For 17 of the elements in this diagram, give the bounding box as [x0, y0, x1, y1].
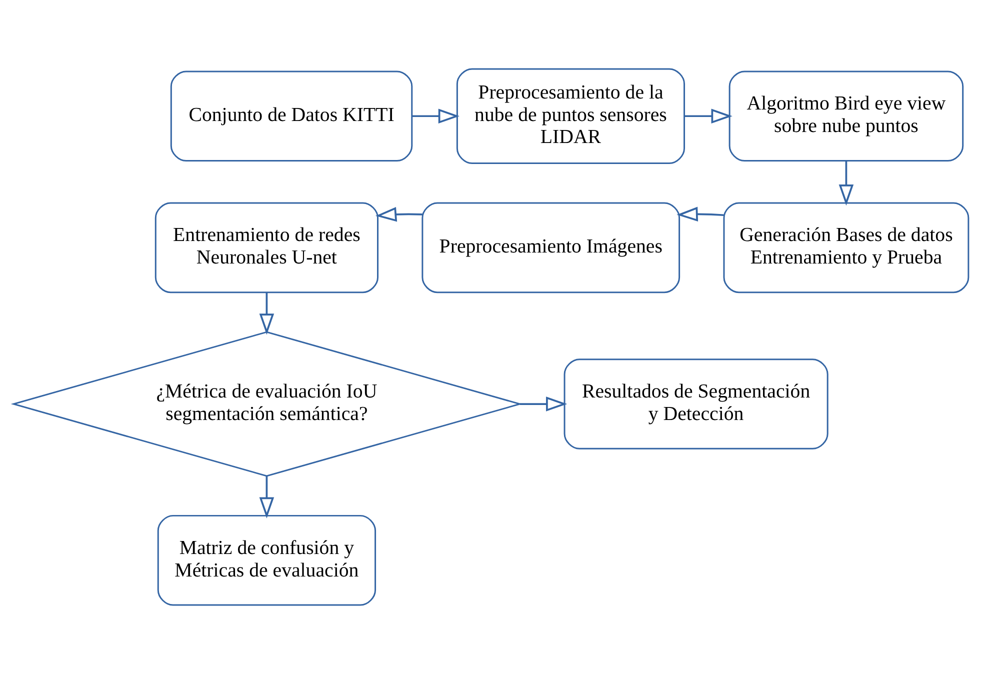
arrow: [684, 108, 732, 124]
arrow: [412, 108, 460, 124]
node-box: Conjunto de Datos KITTI: [170, 70, 413, 162]
node-diamond: ¿Métrica de evaluación IoU segmentación semántica?: [10, 331, 523, 477]
arrow: [259, 292, 274, 335]
arrow: [375, 207, 422, 222]
node-box: Resultados de Segmentación y Detección: [564, 358, 828, 450]
arrow: [520, 396, 568, 412]
node-box: Matriz de confusión y Métricas de evaluación: [157, 514, 376, 606]
node-box: Entrenamiento de redes Neuronales U-net: [154, 202, 378, 294]
node-box: Algoritmo Bird eye view sobre nube puntos: [728, 70, 964, 162]
arrow: [259, 476, 274, 518]
arrow: [838, 161, 854, 206]
node-box: Generación Bases de datos Entrenamiento y Prueba: [723, 202, 970, 294]
arrow: [676, 206, 724, 222]
node-box: Preprocesamiento de la nube de puntos sensores LIDAR: [456, 68, 686, 164]
node-box: Preprocesamiento Imágenes: [422, 202, 680, 294]
